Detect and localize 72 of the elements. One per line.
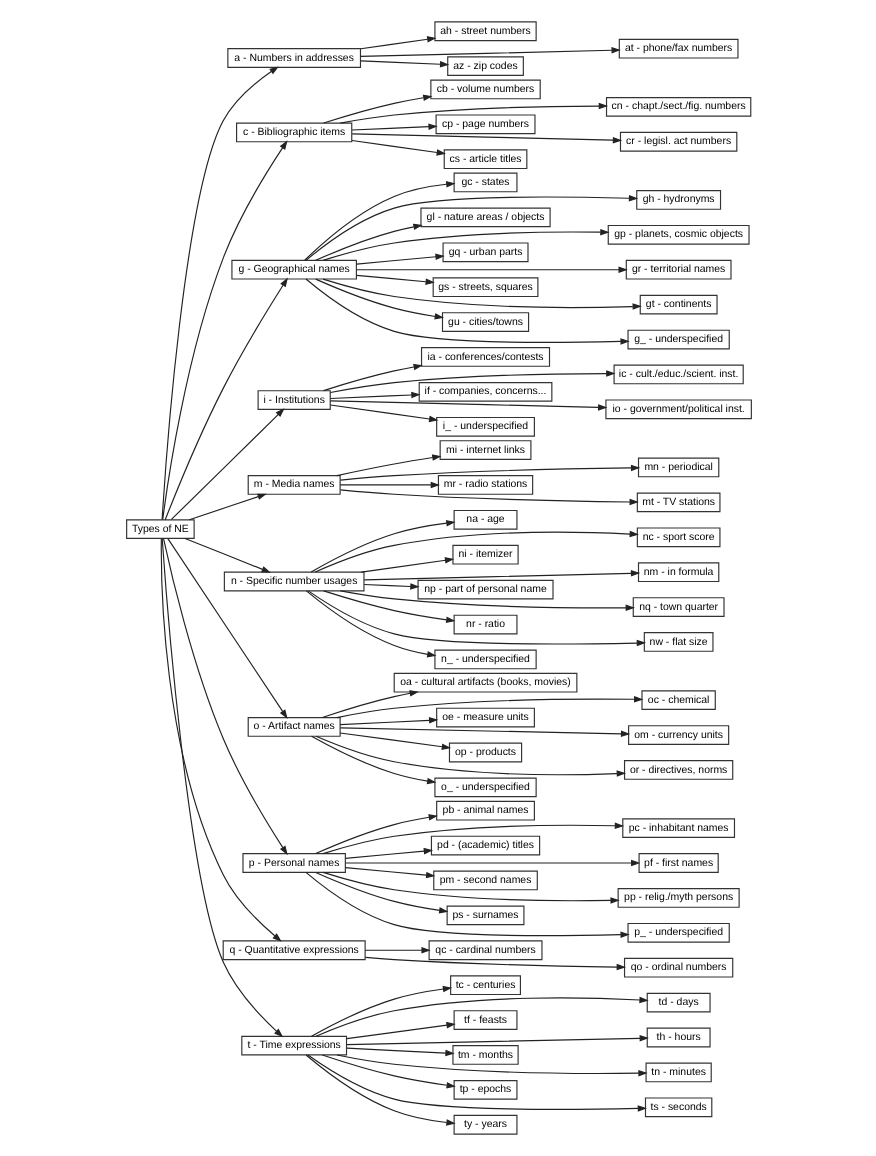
arrow [322, 363, 422, 392]
arrow [328, 404, 438, 423]
arrow [328, 400, 607, 411]
arrow [350, 123, 437, 131]
arrow [309, 985, 452, 1037]
arrow [355, 253, 444, 265]
arrow [304, 278, 629, 345]
arrow [309, 735, 436, 785]
arrow [339, 464, 640, 481]
arrow [335, 696, 643, 719]
arrow [304, 1054, 455, 1126]
arrow [328, 391, 420, 400]
arrow [338, 732, 451, 750]
arrow [350, 139, 445, 156]
arrow [343, 867, 435, 879]
arrow [169, 408, 284, 521]
arrow [314, 996, 648, 1037]
arrow [345, 1047, 454, 1057]
arrow [345, 1021, 455, 1040]
arrow [183, 537, 270, 573]
arrow [362, 583, 419, 590]
arrow [309, 519, 455, 573]
arrow [314, 278, 443, 320]
arrow [322, 94, 432, 124]
arrow [304, 590, 436, 658]
arrow [338, 590, 634, 612]
arrow [359, 60, 449, 68]
arrow [321, 822, 624, 855]
arrow [335, 454, 441, 477]
arrow [355, 274, 434, 285]
arrow [359, 557, 454, 573]
arrow [321, 871, 619, 904]
arrow [343, 847, 433, 859]
arrow [314, 871, 448, 914]
arrow [304, 871, 629, 938]
arrow [362, 570, 640, 581]
arrow [304, 195, 638, 261]
arrow [320, 1054, 455, 1089]
arrow [160, 538, 283, 1038]
arrow [321, 278, 641, 310]
arrow [363, 947, 430, 954]
arrow [338, 717, 438, 726]
arrow [359, 36, 436, 50]
arrow [159, 538, 281, 942]
arrow [328, 370, 615, 394]
arrow [350, 133, 622, 144]
arrow [306, 1054, 647, 1112]
arrow [313, 530, 638, 573]
arrow [163, 277, 287, 521]
arrow [363, 956, 625, 971]
arrow [166, 538, 287, 719]
arrow [161, 140, 287, 521]
arrow [345, 1035, 648, 1046]
arrow [314, 814, 437, 855]
arrow [338, 481, 439, 489]
arrow [314, 735, 625, 777]
arrow [314, 223, 422, 261]
arrow [338, 102, 608, 124]
arrow [335, 1054, 647, 1077]
arrow [160, 66, 278, 521]
arrow [321, 228, 609, 261]
arrow [161, 538, 287, 856]
arrow [344, 859, 640, 867]
arrow [320, 690, 418, 719]
arrow [339, 489, 638, 506]
arrow [303, 181, 455, 261]
arrow [322, 590, 455, 623]
arrow [187, 493, 266, 521]
arrow [306, 590, 646, 647]
arrow [355, 266, 627, 273]
arrow [338, 727, 630, 738]
arrow [359, 47, 620, 57]
